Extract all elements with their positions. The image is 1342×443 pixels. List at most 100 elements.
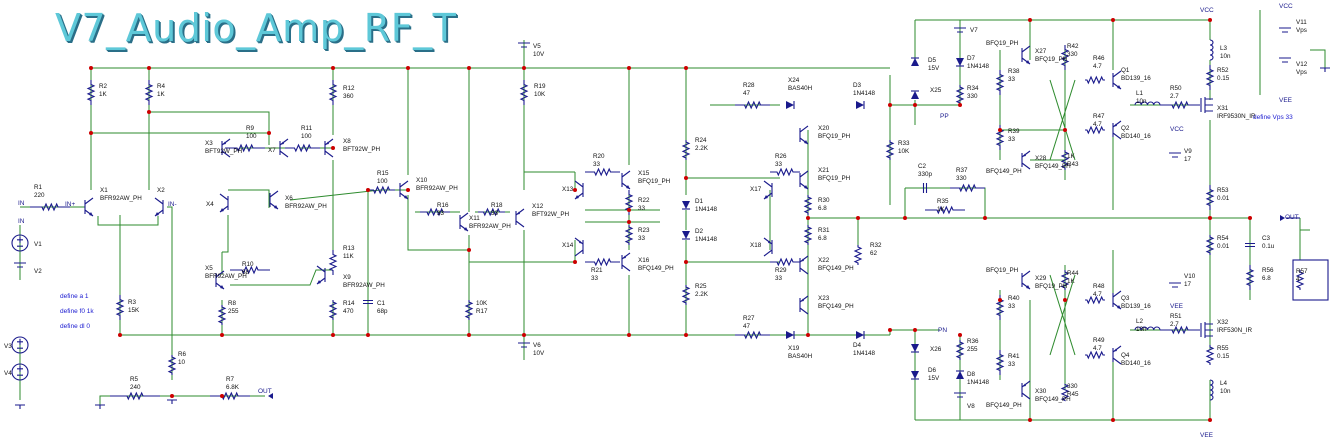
r2-label: R2: [99, 83, 108, 90]
junction-dot: [118, 333, 122, 337]
r23-label-value: 33: [638, 235, 646, 242]
r22-label: R22: [638, 197, 650, 204]
r40-label-value: 33: [1008, 303, 1016, 310]
transistor-q3: [1112, 290, 1122, 310]
x22-label: X22: [818, 257, 830, 264]
v10-label: V10: [1184, 273, 1196, 280]
transistor-x9: [316, 265, 326, 285]
resistor-r17: [464, 300, 474, 320]
x28-label-value: BFQ149_PH: [1035, 163, 1071, 170]
diode-d1: [682, 201, 690, 210]
x26-label: X26: [930, 346, 942, 353]
r12-label-value: 360: [343, 93, 354, 100]
capacitor-c2: [922, 183, 928, 193]
v6-label-value: 10V: [533, 350, 545, 357]
r7-label-value: 6.8K: [226, 384, 240, 391]
net-vee-2: VEE: [1170, 303, 1184, 310]
x29-label: X29: [1035, 275, 1047, 282]
resistor-r29: [770, 257, 800, 267]
r6-label: R6: [178, 351, 187, 358]
r20-label: R20: [593, 153, 605, 160]
capacitor-c3: [1245, 242, 1255, 248]
r1-label-value: 220: [34, 192, 45, 199]
r29-label: R29: [775, 267, 787, 274]
inductor-l4: [1209, 379, 1214, 401]
d4-label: D4: [853, 342, 862, 349]
l4-label: L4: [1220, 380, 1228, 387]
junction-dot: [1111, 18, 1115, 22]
r30-label: R30: [818, 197, 830, 204]
x8-label-value: BFT92W_PH: [343, 146, 381, 153]
r11-label-value: 100: [301, 133, 312, 140]
net-out: OUT: [1285, 214, 1299, 221]
r38-label: R38: [1008, 68, 1020, 75]
battery-v8: [954, 392, 966, 398]
wire: [1049, 79, 1076, 161]
junction-dot: [366, 333, 370, 337]
resistor-r37: [950, 183, 985, 193]
junction-dot: [406, 188, 410, 192]
battery-v11: [1279, 27, 1291, 33]
r1-label: R1: [34, 184, 43, 191]
wire: [228, 189, 270, 208]
r48-label: R48: [1093, 283, 1105, 290]
r4-label-value: 1K: [157, 91, 166, 98]
r51-label: R51: [1170, 313, 1182, 320]
r21-label-value: 33: [591, 275, 599, 282]
battery-v12: [1279, 57, 1291, 63]
schottky-x19: [786, 331, 795, 339]
junction-dot: [998, 298, 1002, 302]
junction-dot: [89, 131, 93, 135]
resistor-r36: [955, 340, 965, 360]
d2-label-value: 1N4148: [695, 236, 718, 243]
r57-label: R57: [1296, 268, 1308, 275]
resistor-r21: [585, 257, 620, 267]
x6-label-value: BFR92AW_PH: [285, 203, 327, 210]
r36-label-value: 255: [967, 346, 978, 353]
resistor-r41: [995, 350, 1005, 375]
x30-label-value: BFQ149_PH: [1035, 396, 1071, 403]
x23-label: X23: [818, 295, 830, 302]
mosfet-x32: [1200, 322, 1213, 338]
d3-label-value: 1N4148: [853, 90, 876, 97]
wire: [222, 215, 229, 253]
v5-label: V5: [533, 43, 541, 50]
junction-dot: [806, 216, 810, 220]
wire: [1310, 49, 1326, 68]
x22-label-value: BFQ149_PH: [818, 265, 854, 272]
junction-dot: [1208, 418, 1212, 422]
x32-label: X32: [1217, 319, 1229, 326]
resistor-r48: [1085, 295, 1105, 305]
resistor-r15: [368, 185, 395, 195]
resistor-r52: [1205, 65, 1215, 90]
resistor-r24: [681, 140, 691, 160]
r8-label: R8: [228, 300, 237, 307]
x29-part: BFQ19_PH: [986, 267, 1019, 274]
x30-label: X30: [1035, 388, 1047, 395]
r24-label-value: 2.2K: [695, 145, 709, 152]
v9-label: V9: [1184, 148, 1192, 155]
r33-label-value: 10K: [898, 148, 910, 155]
resistor-r1: [30, 202, 70, 212]
resistor-r20: [585, 167, 620, 177]
transistor-x1: [84, 197, 94, 217]
junction-dot: [1028, 418, 1032, 422]
transistor-x30: [1021, 380, 1031, 400]
resistor-r54: [1205, 235, 1215, 255]
v2-label: V2: [34, 268, 42, 275]
l2-label: L2: [1136, 318, 1144, 325]
labels: R1220R21KR315KR41KR5240R610R76.8KR8255R9…: [4, 3, 1308, 439]
wire: [97, 216, 159, 226]
resistor-r7: [210, 391, 250, 401]
resistor-r47: [1085, 125, 1105, 135]
x17-label: X17: [750, 186, 762, 193]
resistor-r53: [1205, 185, 1215, 210]
v10-label-value: 17: [1184, 281, 1192, 288]
r10-label: R10: [242, 261, 254, 268]
v12-label: V12: [1296, 61, 1308, 68]
r11-label: R11: [301, 125, 313, 132]
wire: [289, 189, 408, 201]
r50-label: R50: [1170, 85, 1182, 92]
junction-dot: [331, 66, 335, 70]
ground-3: [167, 399, 177, 404]
